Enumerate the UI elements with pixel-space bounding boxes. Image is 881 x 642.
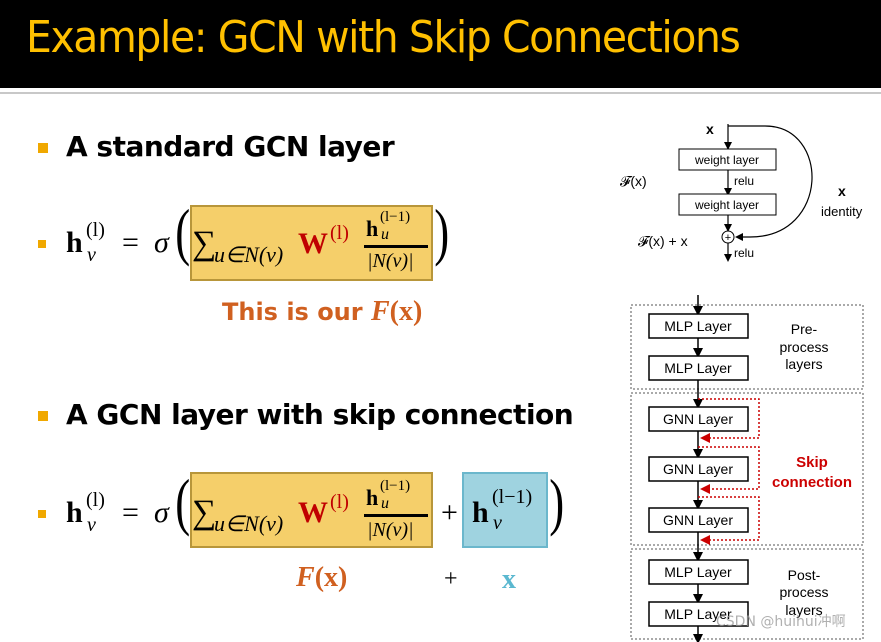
eq2-skip-sup: (l−1) xyxy=(492,486,533,508)
gnn-layer-box xyxy=(648,406,749,432)
resnet-identity-label: identity xyxy=(821,204,863,219)
bullet-icon xyxy=(38,510,46,518)
eq2-num-sub: u xyxy=(381,495,389,512)
eq2-num-h: h xyxy=(366,485,379,510)
annotation-this-is-fx: This is our F(x) xyxy=(222,296,422,328)
post-process-label-2: process xyxy=(779,584,828,600)
mlp-layer-label: MLP Layer xyxy=(664,564,732,580)
slide-title: Example: GCN with Skip Connections xyxy=(26,12,741,63)
annotation-fx: F(x) xyxy=(296,562,347,594)
mlp-layer-label: MLP Layer xyxy=(664,318,732,334)
eq1-fraction-bar xyxy=(364,245,428,248)
f-of-x-box xyxy=(190,205,433,281)
eq2-plus: + xyxy=(441,496,458,529)
annotation-x-paren: (x) xyxy=(314,562,348,593)
eq1-weight-sup: (l) xyxy=(330,222,349,244)
bullet-icon xyxy=(38,411,48,421)
resnet-input-x: x xyxy=(706,121,714,137)
gnn-layer-label: GNN Layer xyxy=(663,461,733,477)
skip-connection-label-2: connection xyxy=(772,474,852,491)
gnn-architecture-diagram: MLP Layer MLP Layer GNN Layer GNN Layer … xyxy=(630,295,864,642)
resnet-sum-label: 𝓕(x) + x xyxy=(638,233,688,249)
annotation-x: (x) xyxy=(389,296,423,327)
pre-process-label-3: layers xyxy=(785,356,822,372)
skip-connection-3 xyxy=(698,496,760,545)
gnn-group xyxy=(630,392,864,546)
eq1-sum: ∑ xyxy=(192,225,217,262)
eq1-lhs-h: h xyxy=(66,226,83,259)
eq2-lhs-sup: (l) xyxy=(86,489,105,511)
resnet-identity-path xyxy=(728,125,813,241)
eq1-lhs-sup: (l) xyxy=(86,219,105,241)
eq2-close-paren: ) xyxy=(549,466,565,537)
eq2-sum: ∑ xyxy=(192,494,217,531)
mlp-layer-box xyxy=(648,355,749,381)
post-process-label-3: layers xyxy=(785,602,822,618)
gnn-layer-label: GNN Layer xyxy=(663,512,733,528)
pre-process-label-2: process xyxy=(779,339,828,355)
title-bar: Example: GCN with Skip Connections xyxy=(0,0,881,88)
eq1-num-h: h xyxy=(366,216,379,241)
resnet-relu-2: relu xyxy=(734,246,754,260)
x-identity-box xyxy=(462,472,548,548)
pre-process-label-1: Pre- xyxy=(791,321,818,337)
pre-process-group xyxy=(630,304,864,390)
eq2-skip-sub: v xyxy=(493,512,502,534)
annotation-F: F xyxy=(296,562,315,593)
eq2-sum-sub: u∈N(v) xyxy=(214,511,284,536)
eq1-close-paren: ) xyxy=(434,196,450,267)
eq2-lhs-h: h xyxy=(66,496,83,529)
title-divider xyxy=(0,92,881,94)
eq1-open-paren: ( xyxy=(175,196,191,267)
skip-connection-2 xyxy=(698,446,760,494)
eq1-sum-sub: u∈N(v) xyxy=(214,242,284,267)
bullet-icon xyxy=(38,143,48,153)
eq2-num-sup: (l−1) xyxy=(380,478,411,494)
heading-skip-connection: A GCN layer with skip connection xyxy=(66,398,574,431)
annotation-F: F xyxy=(370,296,390,327)
annotation-identity-x: x xyxy=(502,564,516,595)
annotation-plus: + xyxy=(444,566,458,592)
eq2-equals: = xyxy=(122,496,139,529)
eq1-num-sub: u xyxy=(381,226,389,243)
post-process-label-1: Post- xyxy=(788,567,821,583)
eq2-denominator: |N(v)| xyxy=(367,519,414,541)
resnet-weight-layer-1-label: weight layer xyxy=(694,153,759,167)
eq1-sigma: σ xyxy=(154,226,169,259)
gnn-layer-box xyxy=(648,507,749,533)
eq1-num-sup: (l−1) xyxy=(380,209,411,225)
resnet-relu-1: relu xyxy=(734,174,754,188)
eq1-denominator: |N(v)| xyxy=(367,250,414,272)
gnn-layer-box xyxy=(648,456,749,482)
mlp-layer-label: MLP Layer xyxy=(664,360,732,376)
skip-connection-label-1: Skip xyxy=(796,454,828,471)
mlp-layer-label: MLP Layer xyxy=(664,606,732,622)
eq2-fraction-bar xyxy=(364,514,428,517)
post-process-group xyxy=(630,548,864,640)
eq1-weight-W: W xyxy=(298,227,328,260)
f-of-x-box xyxy=(190,472,433,548)
eq1-lhs-sub: v xyxy=(87,244,96,266)
annotation-prefix: This is our xyxy=(222,298,371,326)
mlp-layer-box xyxy=(648,313,749,339)
mlp-layer-box xyxy=(648,601,749,627)
bullet-icon xyxy=(38,240,46,248)
skip-connection-1 xyxy=(698,398,760,443)
eq2-weight-W: W xyxy=(298,496,328,529)
watermark: CSDN @huihui冲啊 xyxy=(716,614,846,630)
eq2-weight-sup: (l) xyxy=(330,491,349,513)
mlp-layer-box xyxy=(648,559,749,585)
resnet-weight-layer-2-label: weight layer xyxy=(694,198,759,212)
resnet-identity-x: x xyxy=(838,183,846,199)
heading-standard-gcn: A standard GCN layer xyxy=(66,130,395,163)
resnet-fx-label: 𝓕(x) xyxy=(620,173,647,189)
gnn-layer-label: GNN Layer xyxy=(663,411,733,427)
eq2-open-paren: ( xyxy=(175,466,191,537)
eq2-skip-h: h xyxy=(472,496,489,529)
eq2-sigma: σ xyxy=(154,496,169,529)
eq2-lhs-sub: v xyxy=(87,514,96,536)
resnet-sum-plus: + xyxy=(725,232,731,244)
eq1-equals: = xyxy=(122,226,139,259)
resnet-block-diagram: x weight layer relu 𝓕(x) weight layer + … xyxy=(620,121,863,262)
